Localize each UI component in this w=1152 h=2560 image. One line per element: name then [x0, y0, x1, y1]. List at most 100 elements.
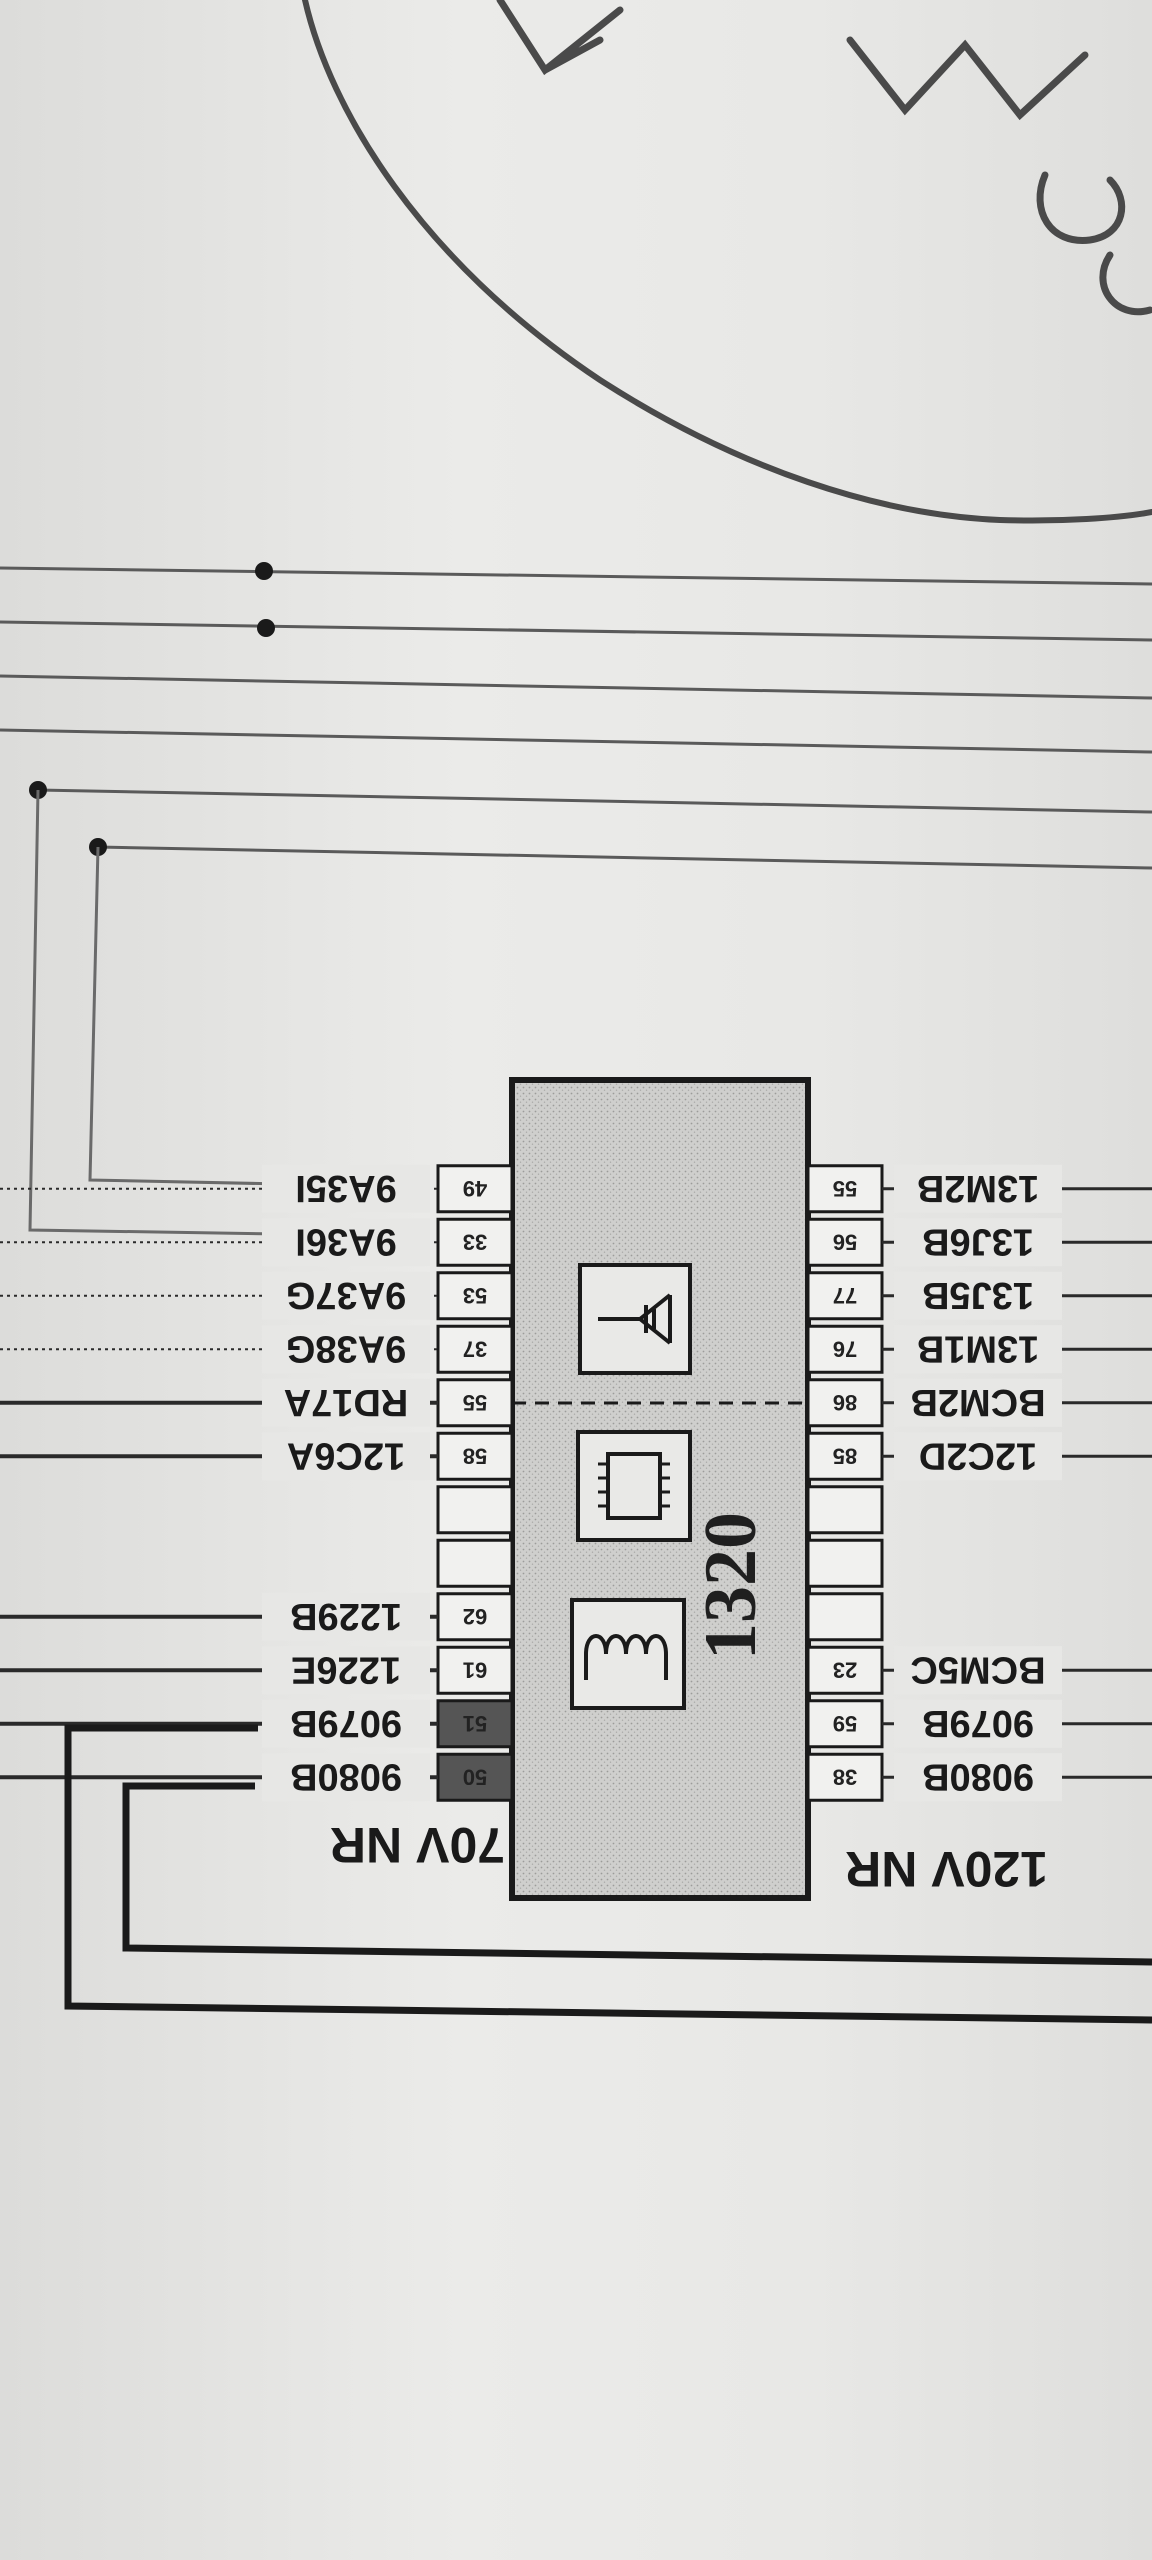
left-wire-label: 9079B: [290, 1702, 402, 1744]
left-pin-box: [436, 1324, 514, 1374]
junction-dots: [29, 562, 275, 856]
left-group-label: 70V NR: [330, 1817, 505, 1873]
pencil-arc: [302, 0, 1152, 524]
left-wire-label: 12C6A: [287, 1434, 405, 1476]
right-pin-box: [806, 1752, 884, 1802]
left-label-bg: [262, 1218, 430, 1267]
chip-icon: [576, 1430, 692, 1542]
pencil-mark-b: [846, 36, 1089, 121]
pencil-mark-a: [496, 0, 624, 76]
left-label-bg: [262, 1699, 430, 1748]
left-pin-number: 53: [463, 1283, 487, 1308]
right-pin-number: 55: [833, 1176, 857, 1201]
left-pin-box: [436, 1271, 514, 1321]
junction-dot: [255, 562, 273, 580]
left-wire-label: 9A35I: [295, 1167, 396, 1209]
right-label-bg: [894, 1164, 1062, 1213]
module-number: 1320: [690, 1512, 772, 1660]
left-wire-label: 1226E: [291, 1648, 401, 1690]
left-pin-box: [436, 1538, 514, 1588]
antenna-icon: [578, 1263, 692, 1375]
left-pin-number: 61: [463, 1657, 487, 1682]
loop-9079b: [64, 1724, 1152, 2024]
left-pin-box: [436, 1164, 514, 1214]
left-pin-box: [436, 1485, 514, 1535]
right-wire-label: 13J6B: [922, 1220, 1034, 1262]
left-pin-box: [436, 1752, 514, 1802]
feed-9a36i: [28, 789, 281, 1236]
left-pin-box: [436, 1645, 514, 1695]
left-label-bg: [262, 1378, 430, 1427]
left-wire-label: 1229B: [290, 1595, 402, 1637]
loop-9080b: [122, 1782, 1152, 1966]
left-wire-label: 9A36I: [295, 1220, 396, 1262]
right-label-bg: [894, 1432, 1062, 1481]
right-pin-number: 76: [833, 1336, 857, 1361]
wire-line: [0, 728, 1152, 754]
wire-line: [0, 566, 1152, 586]
left-label-bg: [262, 1271, 430, 1320]
pencil-mark-d: [1099, 251, 1152, 316]
left-pin-number: 51: [463, 1711, 487, 1736]
left-pin-number: 62: [463, 1604, 487, 1629]
right-wire-label: 13M2B: [917, 1167, 1040, 1209]
right-group-label: 120V NR: [845, 1841, 1048, 1897]
right-label-bg: [894, 1271, 1062, 1320]
left-label-bg: [262, 1592, 430, 1641]
wire-line: [0, 674, 1152, 700]
right-pin-box: [806, 1485, 884, 1535]
junction-dot: [257, 619, 275, 637]
right-pin-box: [806, 1271, 884, 1321]
bottom-loop-wires: [64, 1724, 1152, 2024]
right-wire-label: 13J5B: [922, 1274, 1034, 1316]
right-wire-label: 13M1B: [917, 1327, 1040, 1369]
left-wire-label: 9A37G: [286, 1274, 406, 1316]
right-wire-label: 9080B: [922, 1755, 1034, 1797]
left-pin-number: 37: [463, 1336, 487, 1361]
wire-line: [37, 788, 1152, 814]
feed-9a35i: [88, 846, 283, 1186]
left-wire-label: 9A38G: [286, 1327, 406, 1369]
right-pin-number: 23: [833, 1657, 857, 1682]
left-pin-number: 55: [463, 1390, 487, 1415]
left-pin-number: 50: [463, 1764, 487, 1789]
left-label-bg: [262, 1325, 430, 1374]
right-pin-box: [806, 1164, 884, 1214]
coil-icon: [570, 1598, 686, 1710]
left-label-bg: [262, 1753, 430, 1802]
right-pin-box: [806, 1645, 884, 1695]
right-pin-number: 86: [833, 1390, 857, 1415]
right-pin-number: 38: [833, 1764, 857, 1789]
left-wire-label: 9080B: [290, 1755, 402, 1797]
right-label-bg: [894, 1325, 1062, 1374]
upper-wires: [0, 566, 1152, 870]
left-label-bg: [262, 1646, 430, 1695]
right-pin-number: 59: [833, 1711, 857, 1736]
left-pin-number: 33: [463, 1229, 487, 1254]
right-pin-box: [806, 1592, 884, 1642]
right-wire-label: BCM2B: [910, 1381, 1045, 1423]
right-pin-number: 85: [833, 1443, 857, 1468]
left-pin-number: 58: [463, 1443, 487, 1468]
wire-line: [97, 845, 1152, 870]
left-wire-label: RD17A: [284, 1381, 409, 1423]
right-label-bg: [894, 1646, 1062, 1695]
right-label-bg: [894, 1378, 1062, 1427]
vertical-feeds: [28, 789, 283, 1236]
right-label-bg: [894, 1753, 1062, 1802]
left-pin-box: [436, 1699, 514, 1749]
handwritten-marks: [302, 0, 1152, 524]
right-wire-label: 12C2D: [919, 1434, 1037, 1476]
left-label-bg: [262, 1432, 430, 1481]
left-label-bg: [262, 1164, 430, 1213]
right-pin-number: 56: [833, 1229, 857, 1254]
right-label-bg: [894, 1218, 1062, 1267]
right-wire-label: BCM5C: [910, 1648, 1045, 1690]
right-pin-box: [806, 1538, 884, 1588]
wire-line: [0, 620, 1152, 642]
right-pin-box: [806, 1324, 884, 1374]
left-connector: 499A35I339A36I539A37G379A38G55RD17A5812C…: [0, 1164, 514, 1802]
